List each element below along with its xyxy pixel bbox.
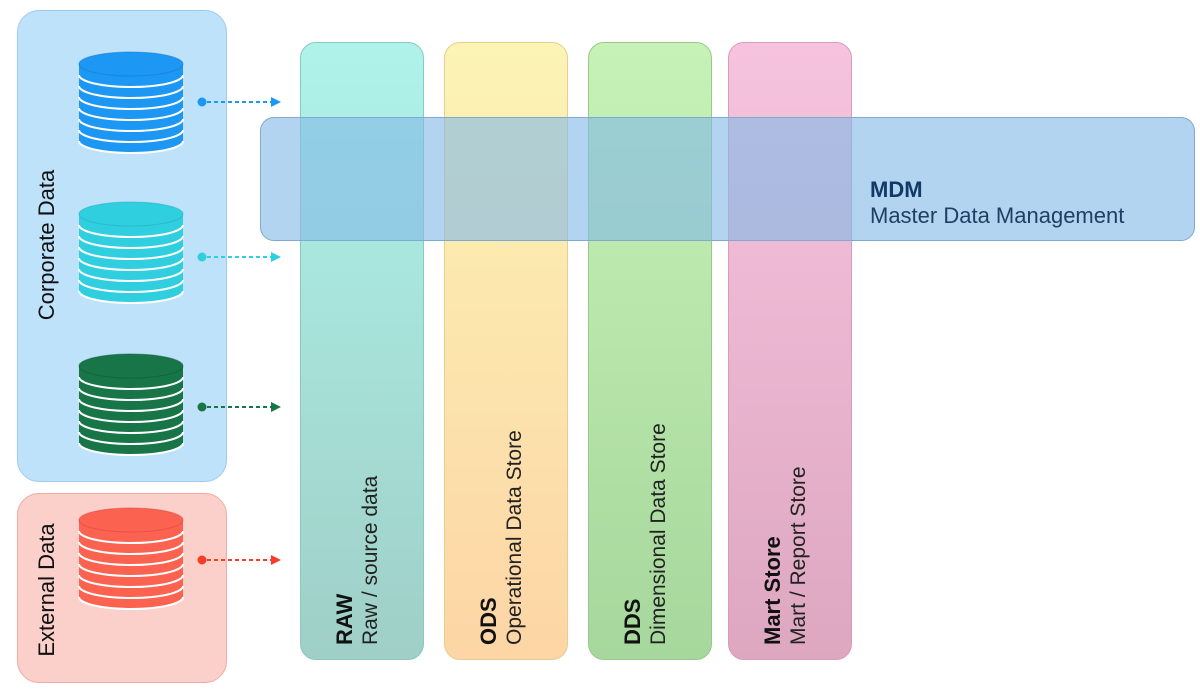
mdm-description: Master Data Management: [870, 203, 1125, 228]
external-db-red-icon: [78, 507, 184, 610]
layer-name: RAW: [332, 593, 357, 645]
mdm-label: MDM Master Data Management: [870, 177, 1124, 229]
layer-description: Raw / source data: [359, 475, 382, 645]
layer-name: Mart Store: [760, 536, 785, 645]
corporate-db-green-icon: [78, 353, 184, 456]
arrow-connector-blue: [197, 97, 281, 107]
corporate-db-blue-icon: [78, 51, 184, 154]
layer-name: ODS: [476, 597, 501, 645]
arrow-connector-green: [197, 402, 281, 412]
layer-name: DDS: [620, 598, 645, 645]
corporate-data-label: Corporate Data: [34, 169, 59, 321]
layer-description: Operational Data Store: [503, 430, 526, 645]
mdm-name: MDM: [870, 177, 923, 202]
corporate-db-cyan-icon: [78, 201, 184, 304]
external-data-label: External Data: [34, 523, 59, 657]
layer-description: Mart / Report Store: [787, 466, 810, 645]
layer-description: Dimensional Data Store: [647, 423, 670, 645]
arrow-connector-cyan: [197, 252, 281, 262]
arrow-connector-red: [197, 555, 281, 565]
mdm-band: [260, 117, 1195, 241]
